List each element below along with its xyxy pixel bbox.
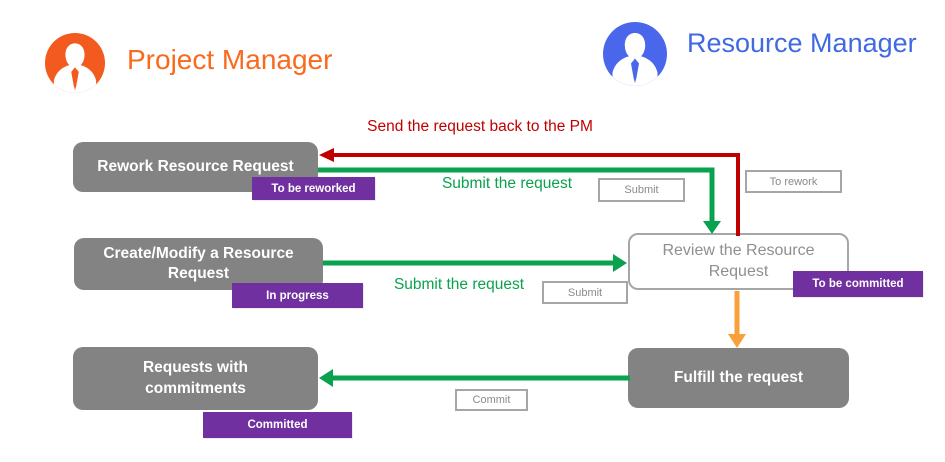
status-badge-to-be-reworked: To be reworked	[252, 177, 375, 200]
arrow-submit-from-rework	[318, 167, 721, 234]
commit-button[interactable]: Commit	[455, 389, 528, 411]
label-send-request-back: Send the request back to the PM	[367, 118, 593, 135]
label-submit-request-top: Submit the request	[441, 175, 573, 192]
status-badge-to-be-committed: To be committed	[793, 271, 923, 297]
project-manager-avatar	[45, 33, 105, 93]
resource-manager-title: Resource Manager	[687, 28, 917, 58]
node-requests-with-commitments: Requests with commitments	[73, 347, 318, 410]
submit-button-top[interactable]: Submit	[598, 178, 685, 202]
to-rework-button[interactable]: To rework	[745, 170, 842, 193]
resource-manager-avatar	[603, 22, 667, 86]
label-submit-request-middle: Submit the request	[393, 276, 525, 293]
node-create-modify-resource-request: Create/Modify a Resource Request	[74, 238, 323, 290]
arrow-submit-from-create	[323, 254, 627, 272]
person-icon	[53, 43, 97, 93]
node-fulfill-request: Fulfill the request	[628, 348, 849, 408]
submit-button-middle[interactable]: Submit	[542, 281, 628, 304]
status-badge-in-progress: In progress	[232, 283, 363, 308]
person-icon	[612, 33, 658, 86]
arrow-review-to-fulfill	[728, 291, 746, 348]
arrow-send-back	[319, 148, 740, 236]
arrow-commit	[319, 369, 630, 387]
project-manager-title: Project Manager	[127, 44, 333, 75]
status-badge-committed: Committed	[203, 412, 352, 438]
